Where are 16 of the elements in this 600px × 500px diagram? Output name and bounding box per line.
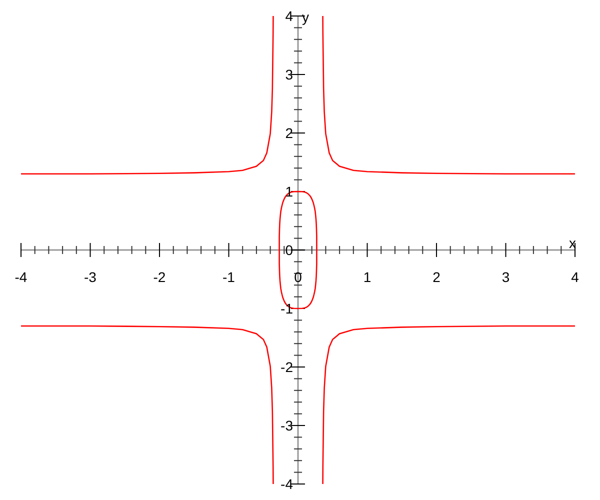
tick-label: 4 xyxy=(285,8,293,24)
tick-label: -3 xyxy=(280,418,293,434)
tick-label: -2 xyxy=(280,359,293,375)
tick-label: 2 xyxy=(432,269,440,285)
tick-label: -1 xyxy=(222,269,235,285)
tick-label: 4 xyxy=(571,269,579,285)
tick-label: 3 xyxy=(285,66,293,82)
tick-label: 2 xyxy=(285,125,293,141)
tick-label: -2 xyxy=(153,269,166,285)
tick-label: -3 xyxy=(84,269,96,285)
tick-label: 1 xyxy=(363,269,372,285)
tick-label: 3 xyxy=(502,269,510,285)
tick-label: -1 xyxy=(280,300,293,316)
tick-label: -4 xyxy=(14,269,28,285)
tick-label: -4 xyxy=(280,476,293,492)
tick-label: 0 xyxy=(294,269,302,285)
